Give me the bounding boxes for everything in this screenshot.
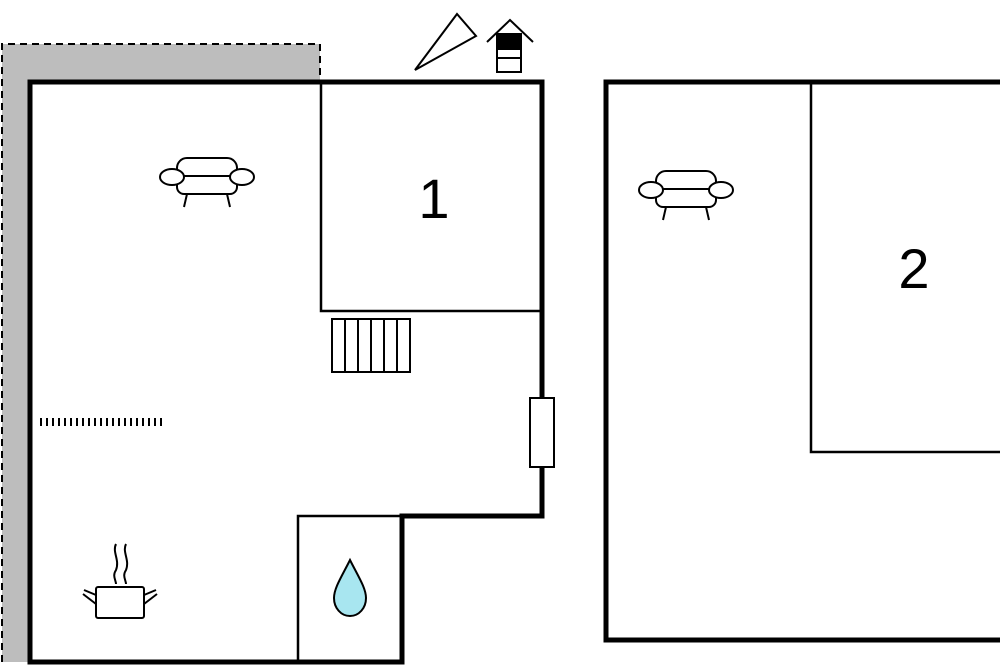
bathroom-walls bbox=[296, 514, 402, 662]
right-unit-outer-wall bbox=[603, 79, 1000, 643]
room-1-label: 1 bbox=[418, 167, 449, 230]
stairs-icon bbox=[331, 318, 411, 373]
cooking-pot-icon bbox=[82, 543, 158, 619]
terrace-area bbox=[1, 43, 321, 662]
window-icon bbox=[529, 397, 555, 468]
sofa-icon bbox=[638, 170, 734, 221]
house-entrance-icon bbox=[486, 18, 534, 73]
room-1-walls bbox=[319, 82, 542, 313]
water-drop-icon bbox=[332, 557, 368, 618]
room-2-label: 2 bbox=[898, 237, 929, 300]
room-2-walls bbox=[809, 82, 1000, 454]
compass-north-icon bbox=[414, 12, 478, 71]
sofa-icon bbox=[159, 157, 255, 208]
left-unit-outer-wall bbox=[27, 79, 545, 665]
